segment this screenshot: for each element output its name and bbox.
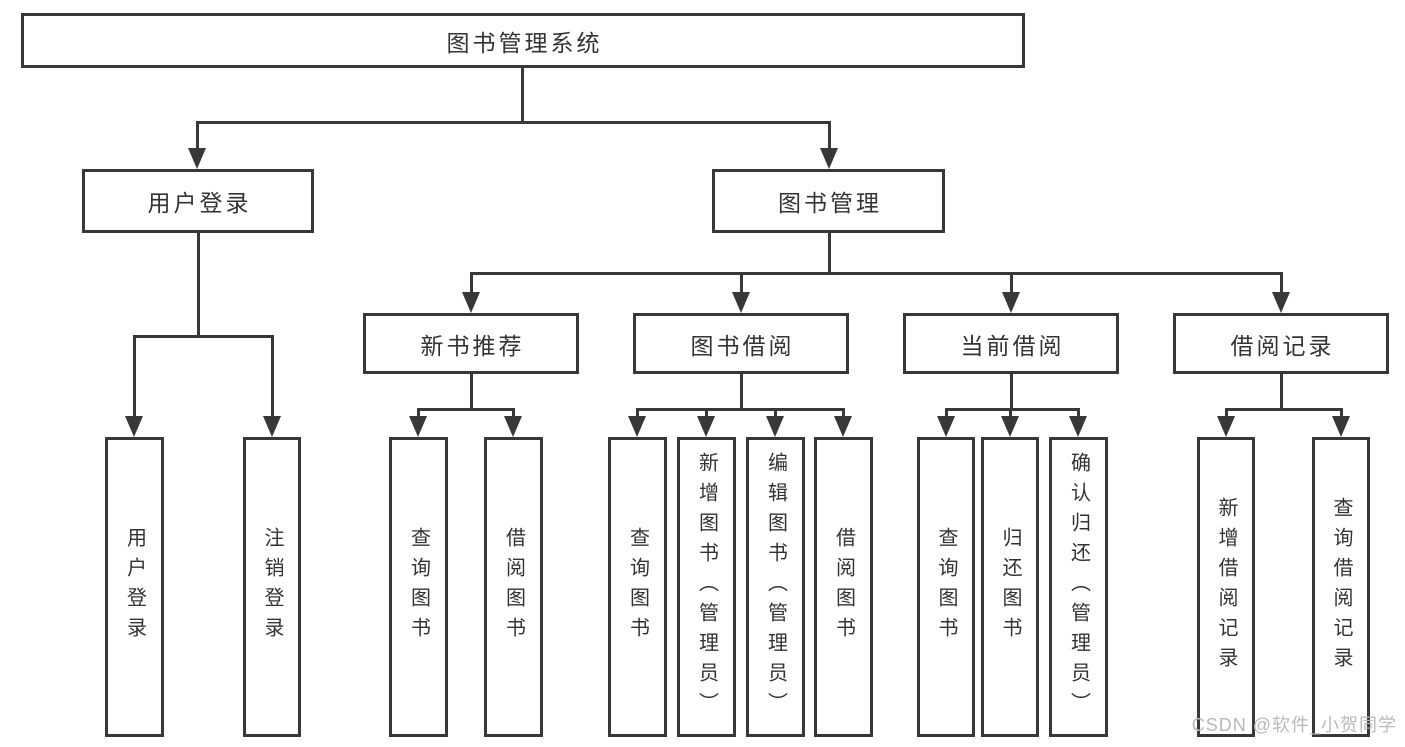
leaf-return-books: 归还图书 <box>981 437 1039 737</box>
connector-line <box>945 408 948 420</box>
connector-line <box>828 233 831 275</box>
arrowhead-icon <box>766 416 784 437</box>
leaf-query-books-3: 查询图书 <box>917 437 975 737</box>
arrowhead-icon <box>1332 416 1350 437</box>
leaf-borrow-books-2: 借阅图书 <box>814 437 873 737</box>
connector-line <box>636 408 845 411</box>
connector-line <box>1077 408 1080 420</box>
connector-line <box>133 335 136 420</box>
connector-line <box>470 272 1282 275</box>
arrowhead-icon <box>937 416 955 437</box>
leaf-query-books-3-label: 查询图书 <box>935 527 957 647</box>
arrowhead-icon <box>834 416 852 437</box>
arrowhead-icon <box>820 148 838 169</box>
csdn-watermark: CSDN @软件_小贺同学 <box>1191 715 1397 735</box>
connector-line <box>636 408 639 420</box>
connector-line <box>1280 272 1283 296</box>
arrowhead-icon <box>628 416 646 437</box>
connector-line <box>1009 408 1012 420</box>
connector-line <box>705 408 708 420</box>
arrowhead-icon <box>125 416 143 437</box>
connector-line <box>1280 374 1283 411</box>
arrowhead-icon <box>504 416 522 437</box>
leaf-logout-label: 注销登录 <box>261 527 283 647</box>
node-borrow-records-label: 借阅记录 <box>1230 332 1335 359</box>
leaf-add-book-admin-label: 新增图书（管理员） <box>695 452 718 722</box>
arrowhead-icon <box>697 416 715 437</box>
connector-line <box>945 408 1080 411</box>
connector-line <box>521 68 524 124</box>
leaf-query-borrow-record-label: 查询借阅记录 <box>1330 497 1352 677</box>
leaf-query-books-1-label: 查询图书 <box>407 527 430 647</box>
leaf-edit-book-admin-label: 编辑图书（管理员） <box>764 452 787 722</box>
node-book-borrow-label: 图书借阅 <box>690 332 795 359</box>
arrowhead-icon <box>1001 416 1019 437</box>
connector-line <box>271 335 274 420</box>
leaf-query-books-1: 查询图书 <box>389 437 448 737</box>
leaf-query-books-2: 查询图书 <box>608 437 667 737</box>
node-book-management-label: 图书管理 <box>778 190 882 216</box>
leaf-query-borrow-record: 查询借阅记录 <box>1312 437 1370 737</box>
leaf-add-borrow-record-label: 新增借阅记录 <box>1215 497 1237 677</box>
node-root-label: 图书管理系统 <box>446 29 603 56</box>
node-root: 图书管理系统 <box>21 13 1025 68</box>
leaf-borrow-books-1-label: 借阅图书 <box>502 527 525 647</box>
connector-line <box>196 121 199 151</box>
node-new-book-recommend: 新书推荐 <box>363 313 579 374</box>
leaf-query-books-2-label: 查询图书 <box>626 527 649 647</box>
leaf-confirm-return-admin-label: 确认归还（管理员） <box>1067 452 1090 722</box>
arrowhead-icon <box>1002 292 1020 313</box>
connector-line <box>417 408 515 411</box>
connector-line <box>417 408 420 420</box>
leaf-edit-book-admin: 编辑图书（管理员） <box>746 437 805 737</box>
connector-line <box>470 272 473 296</box>
leaf-add-book-admin: 新增图书（管理员） <box>677 437 736 737</box>
leaf-borrow-books-2-label: 借阅图书 <box>832 527 855 647</box>
arrowhead-icon <box>1217 416 1235 437</box>
node-borrow-records: 借阅记录 <box>1173 313 1389 374</box>
connector-line <box>1225 408 1343 411</box>
arrowhead-icon <box>263 416 281 437</box>
leaf-confirm-return-admin: 确认归还（管理员） <box>1049 437 1108 737</box>
arrowhead-icon <box>409 416 427 437</box>
arrowhead-icon <box>188 148 206 169</box>
leaf-logout: 注销登录 <box>243 437 301 737</box>
connector-line <box>828 121 831 151</box>
connector-line <box>740 272 743 296</box>
node-current-borrow: 当前借阅 <box>903 313 1119 374</box>
connector-line <box>1010 374 1013 411</box>
connector-line <box>842 408 845 420</box>
arrowhead-icon <box>462 292 480 313</box>
connector-line <box>774 408 777 420</box>
leaf-return-books-label: 归还图书 <box>999 527 1021 647</box>
node-book-management: 图书管理 <box>712 169 945 233</box>
connector-line <box>740 374 743 411</box>
node-user-login-label: 用户登录 <box>147 190 252 216</box>
leaf-add-borrow-record: 新增借阅记录 <box>1197 437 1255 737</box>
node-new-book-recommend-label: 新书推荐 <box>420 332 525 359</box>
connector-line <box>1225 408 1228 420</box>
connector-line <box>470 374 473 411</box>
node-current-borrow-label: 当前借阅 <box>960 332 1065 359</box>
connector-line <box>133 335 273 338</box>
arrowhead-icon <box>1069 416 1087 437</box>
arrowhead-icon <box>732 292 750 313</box>
connector-line <box>512 408 515 420</box>
node-book-borrow: 图书借阅 <box>633 313 849 374</box>
connector-line <box>196 121 830 124</box>
leaf-user-login: 用户登录 <box>105 437 164 737</box>
connector-line <box>1340 408 1343 420</box>
connector-line <box>1010 272 1013 296</box>
connector-line <box>197 233 200 338</box>
leaf-borrow-books-1: 借阅图书 <box>484 437 543 737</box>
arrowhead-icon <box>1272 292 1290 313</box>
leaf-user-login-label: 用户登录 <box>123 527 146 647</box>
node-user-login: 用户登录 <box>82 169 314 233</box>
